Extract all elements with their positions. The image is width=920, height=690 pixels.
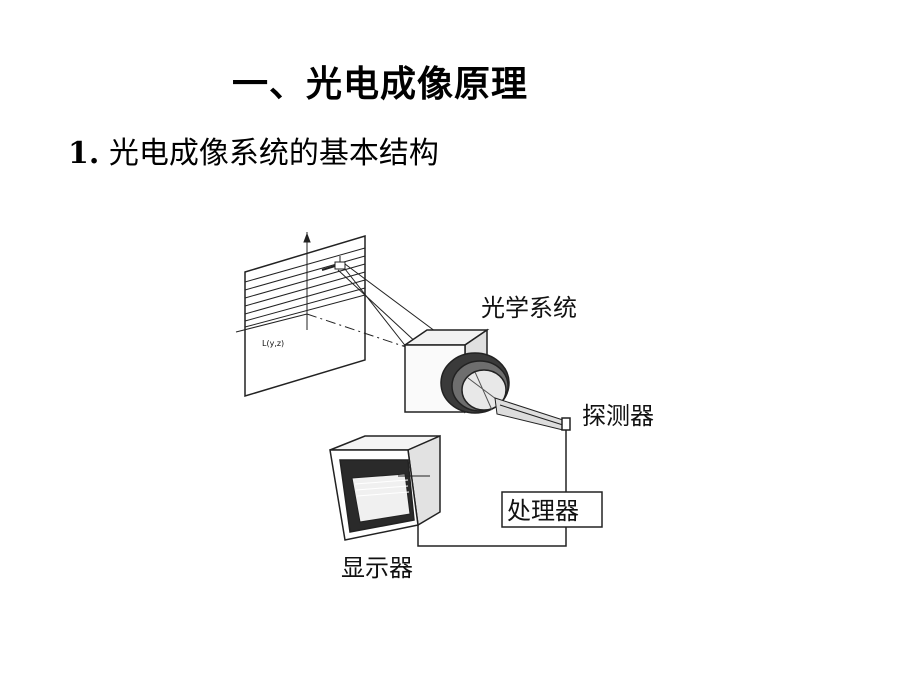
display-monitor — [329, 434, 441, 541]
z-axis-arrow — [303, 232, 311, 243]
slide-title: 一、光电成像原理 — [0, 55, 920, 107]
scene-label: L(y,z) — [262, 339, 284, 348]
slide-subtitle: 1. 光电成像系统的基本结构 — [68, 128, 439, 172]
x-axis — [306, 313, 416, 351]
scene-pixel — [334, 261, 346, 270]
focus-cone — [494, 397, 564, 431]
slide-title-text: 一、光电成像原理 — [231, 64, 528, 105]
detector — [561, 417, 571, 431]
detector-label: 探测器 — [582, 402, 654, 430]
scene-plane — [235, 232, 416, 398]
subtitle-number: 1. — [68, 136, 100, 171]
optical-system — [402, 328, 510, 414]
processor-label: 处理器 — [507, 497, 579, 525]
optics-label: 光学系统 — [481, 294, 577, 322]
processor-box — [501, 491, 603, 528]
subtitle-text: 光电成像系统的基本结构 — [108, 136, 439, 171]
y-axis — [235, 313, 308, 333]
signal-wires — [417, 430, 567, 547]
display-label: 显示器 — [341, 554, 413, 582]
